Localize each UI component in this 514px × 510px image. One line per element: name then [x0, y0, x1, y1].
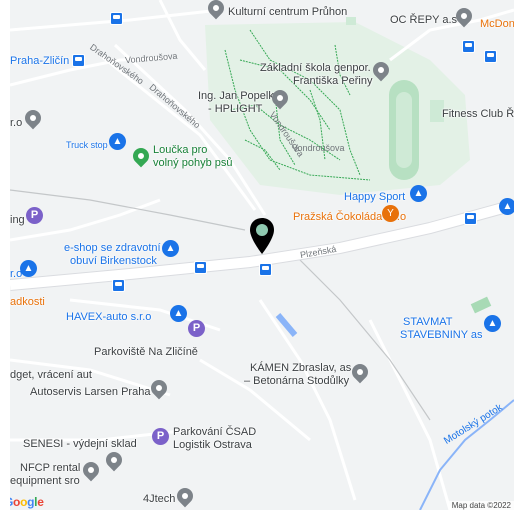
place-label[interactable]: OC ŘEPY a.s — [390, 14, 458, 26]
place-label[interactable]: 4Jtech — [143, 493, 176, 505]
place-label[interactable]: Františka Peřiny — [293, 75, 373, 87]
parking-icon[interactable]: P — [152, 428, 169, 445]
park-area — [346, 17, 356, 25]
bus-stop-icon[interactable] — [259, 263, 272, 276]
place-label[interactable]: obuví Birkenstock — [70, 255, 157, 267]
bus-stop-icon[interactable] — [72, 54, 85, 67]
place-label[interactable]: Kulturní centrum Průhon — [228, 6, 348, 18]
place-label[interactable]: NFCP rental — [20, 462, 81, 474]
shop-pin-icon[interactable]: ▲ — [162, 240, 179, 257]
place-label[interactable]: Truck stop — [66, 140, 108, 150]
bus-stop-icon[interactable] — [462, 40, 475, 53]
shop-pin-icon[interactable]: ▲ — [20, 260, 37, 277]
street-label: Vondroušova — [292, 143, 345, 153]
map-attribution[interactable]: Map data ©2022 — [448, 501, 514, 510]
map-canvas[interactable]: Drahoňovského Drahoňovského Vondroušova … — [10, 0, 514, 510]
place-label[interactable]: Autoservis Larsen Praha — [30, 386, 151, 398]
shop-pin-icon[interactable]: ▲ — [170, 305, 187, 322]
main-road — [10, 200, 514, 290]
place-label[interactable]: Parkoviště Na Zličíně — [94, 346, 198, 358]
parking-icon[interactable]: P — [26, 207, 43, 224]
truck-stop-icon[interactable]: ▲ — [109, 133, 126, 150]
place-label[interactable]: STAVEBNINY as — [400, 329, 483, 341]
place-label[interactable]: volný pohyb psů — [153, 157, 233, 169]
map-base — [10, 0, 514, 510]
park-area — [430, 100, 444, 122]
place-label[interactable]: Základní škola genpor. — [260, 62, 371, 74]
bus-stop-icon[interactable] — [112, 279, 125, 292]
place-label[interactable]: e-shop se zdravotní — [64, 242, 161, 254]
place-label[interactable]: Loučka pro — [153, 144, 208, 156]
park-paths — [224, 29, 371, 181]
place-label[interactable]: r.o — [10, 268, 23, 280]
shop-pin-icon[interactable]: ▲ — [499, 198, 514, 215]
shop-pin-icon[interactable]: ▲ — [484, 315, 501, 332]
blue-ramp — [275, 313, 298, 337]
place-label[interactable]: Pražská Čokoláda s.r.o — [293, 211, 407, 223]
creek — [419, 399, 514, 510]
place-label[interactable]: Fitness Club Ř — [442, 108, 514, 120]
place-label[interactable]: equipment sro — [10, 475, 80, 487]
place-label[interactable]: – Betonárna Stodůlky — [244, 375, 350, 387]
place-label[interactable]: KÁMEN Zbraslav, as — [250, 362, 352, 374]
bus-stop-icon[interactable] — [110, 12, 123, 25]
park-area — [470, 296, 492, 314]
place-label[interactable]: r.o — [10, 117, 23, 129]
place-label[interactable]: Logistik Ostrava — [173, 439, 252, 451]
place-label[interactable]: adkosti — [10, 296, 45, 308]
place-label[interactable]: Ing. Jan Popelka — [198, 90, 280, 102]
shop-pin-icon[interactable]: ▲ — [410, 185, 427, 202]
place-label[interactable]: ing — [10, 214, 25, 226]
parking-icon[interactable]: P — [188, 320, 205, 337]
place-label[interactable]: STAVMAT — [403, 316, 453, 328]
place-label[interactable]: Praha-Zličín — [10, 55, 70, 67]
place-label[interactable]: Parkování ČSAD — [173, 426, 257, 438]
place-label[interactable]: McDona — [480, 18, 514, 30]
rail-line — [289, 249, 431, 421]
place-label[interactable]: dget, vrácení aut — [10, 369, 92, 381]
place-label[interactable]: HAVEX-auto s.r.o — [66, 311, 152, 323]
bus-stop-icon[interactable] — [464, 212, 477, 225]
place-label[interactable]: SENESI - výdejní sklad — [23, 438, 137, 450]
bus-stop-icon[interactable] — [194, 261, 207, 274]
athletic-track-inner — [396, 92, 412, 168]
place-label[interactable]: - HPLIGHT — [208, 103, 263, 115]
restaurant-pin-icon[interactable]: Y — [382, 205, 399, 222]
location-marker-icon — [250, 218, 274, 254]
bus-stop-icon[interactable] — [484, 50, 497, 63]
google-logo: Google — [10, 495, 44, 509]
selected-location-marker[interactable] — [250, 218, 274, 254]
rail-line — [10, 189, 246, 231]
place-label[interactable]: Happy Sport — [344, 191, 406, 203]
